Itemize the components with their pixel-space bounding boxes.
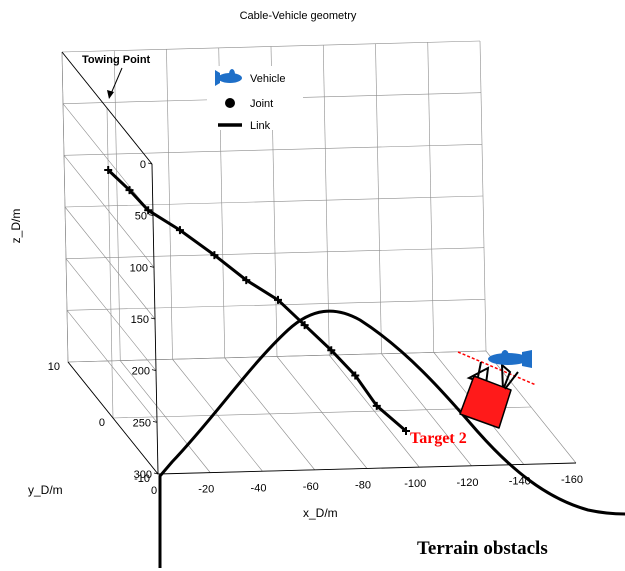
x-tick-label: -60	[303, 481, 319, 493]
z-tick-label: 50	[135, 211, 147, 223]
grid-line	[65, 247, 485, 259]
joint-marker	[104, 166, 113, 174]
z-tick-label: 250	[133, 417, 151, 429]
y-tick-label: -10	[134, 473, 150, 485]
z-tick-label: 300	[134, 469, 152, 481]
legend-joint-marker	[225, 98, 235, 108]
target-box	[459, 361, 519, 429]
x-tick-labels: 0-20-40-60-80-100-120-140-160	[151, 474, 583, 497]
box-edge	[61, 51, 153, 165]
z-tick-mark	[153, 472, 159, 475]
x-tick-label: -20	[198, 484, 214, 496]
z-tick-mark	[148, 214, 154, 217]
joint-marker	[372, 401, 381, 410]
z-tick-labels: 0 50 100 150 200 250 300	[130, 159, 159, 481]
z-tick-label: 150	[131, 314, 149, 326]
legend-vehicle-icon	[215, 69, 242, 86]
joint-marker	[210, 251, 219, 260]
target-label: Target 2	[410, 430, 467, 447]
vehicle-icon	[488, 350, 532, 368]
cable-series	[104, 166, 410, 435]
grid-line	[66, 310, 158, 423]
x-tick-label: -120	[456, 477, 478, 489]
grid-line	[61, 40, 481, 53]
x-tick-label: -160	[561, 474, 583, 486]
legend-link-label: Link	[250, 120, 271, 132]
terrain-curve	[158, 309, 625, 568]
x-tick-label: -100	[404, 478, 426, 490]
guide-dashed-line	[457, 351, 537, 386]
legend: Vehicle Joint Link	[207, 66, 303, 132]
z-axis-label: z_D/m	[9, 209, 23, 244]
towing-point-arrow	[109, 67, 123, 97]
z-tick-mark	[147, 162, 153, 165]
joint-marker	[327, 346, 336, 355]
y-tick-labels: 10 0 -10	[48, 361, 150, 485]
grid-line	[62, 103, 154, 216]
z-tick-mark	[150, 317, 156, 320]
joint-marker	[402, 426, 410, 435]
joint-marker	[351, 371, 360, 380]
x-tick-label: 0	[151, 485, 157, 497]
y-tick-label: 10	[48, 361, 60, 373]
joint-marker	[125, 186, 134, 195]
z-tick-mark	[149, 265, 155, 268]
z-tick-label: 100	[130, 262, 148, 274]
x-axis-line	[157, 462, 577, 475]
z-tick-mark	[152, 420, 158, 423]
joint-marker	[144, 206, 153, 215]
legend-vehicle-label: Vehicle	[250, 73, 285, 85]
z-tick-label: 0	[140, 159, 146, 171]
grid-line	[66, 299, 486, 311]
cable-link-line	[107, 168, 407, 433]
legend-joint-label: Joint	[250, 98, 273, 110]
joint-marker	[274, 295, 282, 304]
chart-title: Cable-Vehicle geometry	[240, 10, 357, 22]
x-tick-label: -80	[355, 480, 371, 492]
y-axis-line	[67, 361, 159, 475]
grid-line	[64, 206, 156, 320]
joint-marker	[242, 276, 251, 285]
y-axis-label: y_D/m	[28, 483, 63, 497]
grid-line	[67, 350, 487, 363]
grid-line	[65, 258, 157, 371]
x-axis-label: x_D/m	[303, 506, 338, 520]
terrain-label: Terrain obstacls	[417, 538, 548, 559]
z-tick-label: 200	[132, 366, 150, 378]
z-tick-mark	[151, 369, 157, 372]
joint-marker	[175, 226, 184, 235]
joint-marker	[300, 321, 309, 330]
y-tick-label: 0	[99, 417, 105, 429]
grid	[61, 40, 577, 475]
x-tick-label: -40	[251, 482, 267, 494]
grid-line	[63, 155, 155, 268]
grid-line	[63, 144, 483, 156]
towing-point-label: Towing Point	[82, 54, 151, 66]
arrow-head	[107, 90, 114, 99]
grid-line	[64, 195, 484, 208]
